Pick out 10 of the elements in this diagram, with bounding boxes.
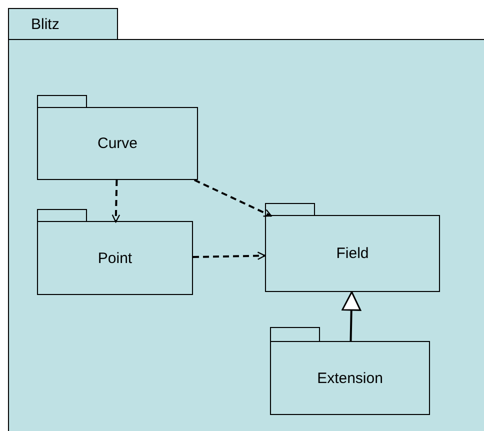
package	[270, 327, 430, 415]
package-name: Field	[336, 245, 369, 262]
package-name: Extension	[317, 370, 383, 386]
dependency-arrow	[194, 179, 272, 217]
dependency-arrow	[112, 180, 120, 223]
dependency-arrow	[342, 291, 362, 342]
package-name: Point	[98, 250, 132, 266]
package-name: Blitz	[31, 16, 60, 32]
package-name: Curve	[97, 135, 138, 152]
dependency-arrow	[192, 252, 266, 260]
